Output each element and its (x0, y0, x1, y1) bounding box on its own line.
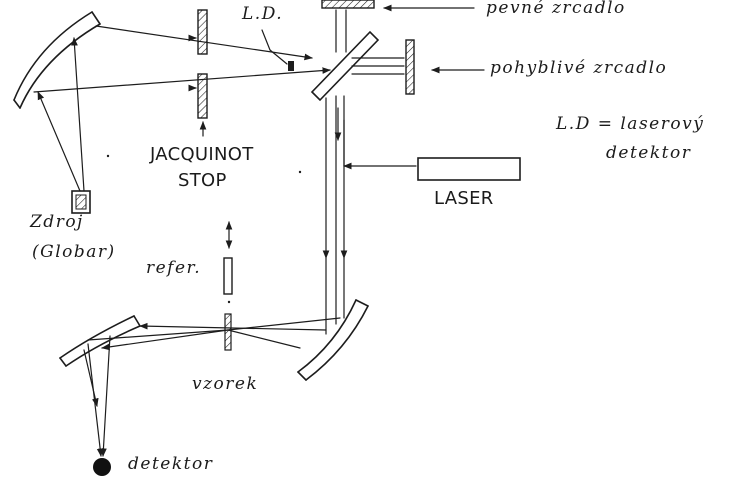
sample-beams (87, 317, 341, 351)
source-label-line-2: (Globar) (32, 242, 116, 262)
sample-label: vzorek (192, 374, 259, 394)
reference-cell (223, 221, 233, 304)
fixed-mirror (321, 0, 375, 53)
jacquinot-stop (197, 9, 208, 137)
ld-legend-line-1: L.D = laserový (556, 114, 705, 134)
sample-cell (224, 313, 232, 351)
globar-source (71, 190, 91, 214)
jacquinot-label-line-1: JACQUINOT (150, 144, 254, 165)
detector-label: detektor (128, 454, 214, 474)
jacquinot-label-line-2: STOP (178, 170, 227, 191)
source-collimating-mirror (13, 11, 101, 109)
detector (93, 458, 111, 476)
moving-mirror-label: pohyblivé zrcadlo (490, 58, 668, 78)
output-beam (322, 95, 348, 335)
detector-mirror (59, 315, 141, 367)
ld-legend-line-2: detektor (606, 143, 692, 163)
laser-detector-label: L.D. (242, 4, 284, 24)
fixed-mirror-label: pevné zrcadlo (486, 0, 626, 18)
laser-label: LASER (434, 188, 494, 209)
stray-dot (298, 170, 302, 174)
detector-beams (83, 335, 111, 457)
focusing-mirror (297, 299, 369, 381)
source-label-line-1: Zdroj (30, 212, 84, 232)
moving-mirror (351, 39, 415, 95)
reference-label: refer. (146, 258, 202, 278)
stray-dot (106, 154, 110, 158)
laser-detector (261, 29, 294, 71)
label-pointers (383, 4, 485, 74)
source-rays (37, 37, 85, 192)
collimated-beam (33, 25, 331, 93)
beam-splitter (310, 30, 380, 102)
laser (343, 119, 521, 181)
